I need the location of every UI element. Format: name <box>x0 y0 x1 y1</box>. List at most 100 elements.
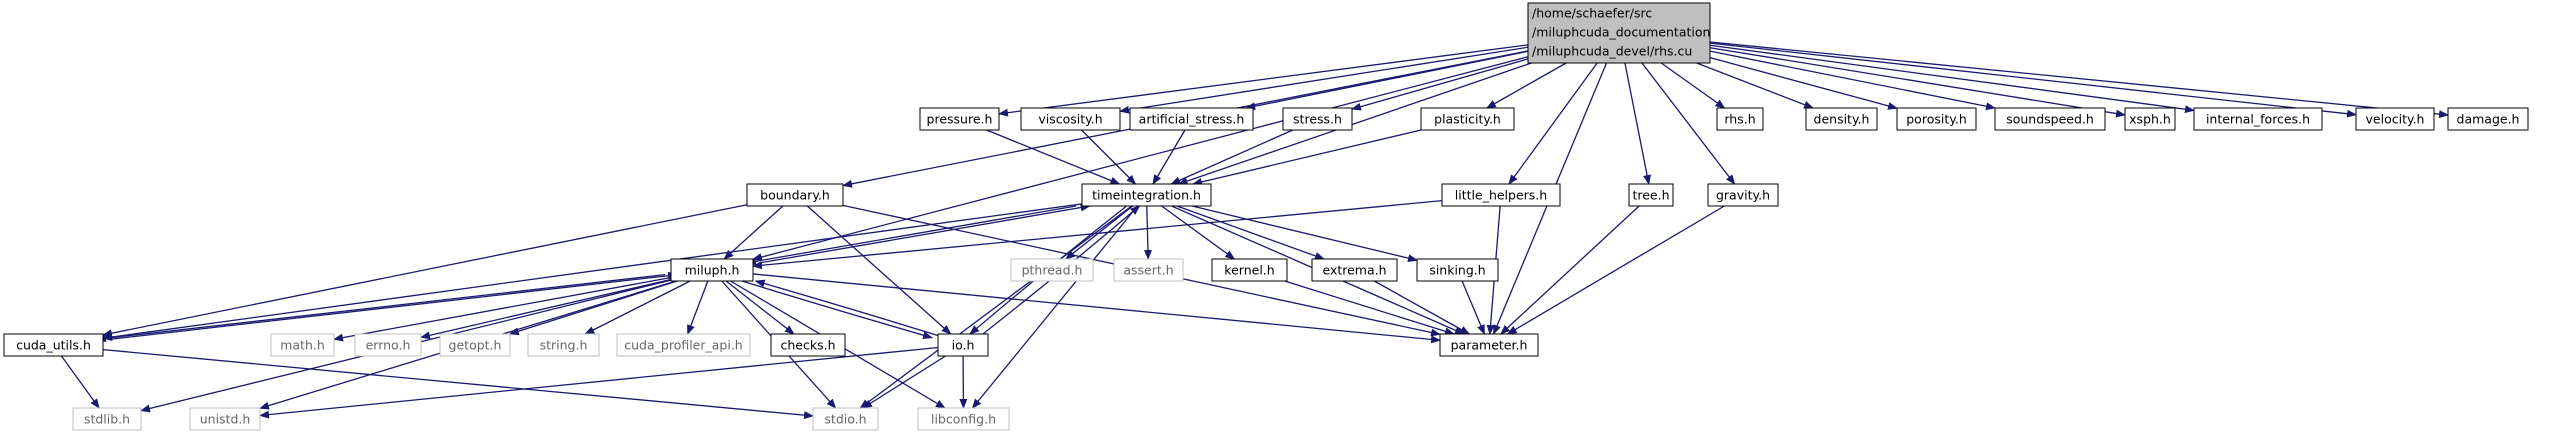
edge-root-to-velocity <box>1709 42 2357 118</box>
edge-timeintegration-to-stdio <box>859 205 1133 409</box>
node-density[interactable]: density.h <box>1805 107 1878 131</box>
node-checks[interactable]: checks.h <box>770 333 846 357</box>
node-box <box>2124 107 2176 131</box>
node-cuda-utils[interactable]: cuda_utils.h <box>3 333 104 357</box>
node-label: stdio.h <box>824 412 866 427</box>
node-label: plasticity.h <box>1434 112 1501 127</box>
node-box <box>746 183 844 207</box>
node-label: velocity.h <box>2366 112 2425 127</box>
node-box <box>189 407 261 431</box>
node-box <box>1441 183 1561 207</box>
node-label: kernel.h <box>1224 263 1274 278</box>
node-stress[interactable]: stress.h <box>1282 107 1353 131</box>
node-label: pressure.h <box>927 112 993 127</box>
edge-root-to-little_helpers <box>1508 62 1598 185</box>
node-gravity[interactable]: gravity.h <box>1707 183 1779 207</box>
node-label: extrema.h <box>1322 263 1386 278</box>
node-box <box>1896 107 1977 131</box>
node-assert: assert.h <box>1113 258 1184 282</box>
node-pressure[interactable]: pressure.h <box>919 107 1000 131</box>
node-xsph[interactable]: xsph.h <box>2124 107 2176 131</box>
edge-cuda_utils-to-miluph <box>108 271 678 341</box>
node-box <box>2447 107 2529 131</box>
node-label: string.h <box>540 338 588 353</box>
edge-miluph-to-parameter <box>752 273 1441 344</box>
node-little-helpers[interactable]: little_helpers.h <box>1441 183 1561 207</box>
node-porosity[interactable]: porosity.h <box>1896 107 1977 131</box>
node-parameter[interactable]: parameter.h <box>1439 333 1539 357</box>
node-box <box>616 333 751 357</box>
edge-miluph-to-string <box>584 280 691 335</box>
node-rhs[interactable]: rhs.h <box>1716 107 1764 131</box>
edge-root-to-soundspeed <box>1709 50 1996 111</box>
edge-sinking-to-parameter <box>1461 280 1485 335</box>
node-box <box>354 333 422 357</box>
node-root[interactable]: /home/schaefer/src/miluphcuda_documentat… <box>1527 2 1711 64</box>
node-io[interactable]: io.h <box>937 333 989 357</box>
node-velocity[interactable]: velocity.h <box>2355 107 2435 131</box>
edge-boundary-to-io <box>806 205 952 335</box>
node-label: rhs.h <box>1724 112 1755 127</box>
edge-timeintegration-to-cuda_utils <box>102 203 1083 341</box>
edge-root-to-damage <box>1709 41 2449 119</box>
include-nodes: /home/schaefer/src/miluphcuda_documentat… <box>3 2 2529 431</box>
node-tree[interactable]: tree.h <box>1628 183 1674 207</box>
node-box <box>1416 258 1499 282</box>
edge-timeintegration-to-pthread <box>1065 205 1134 260</box>
edge-io-to-miluph <box>754 279 945 338</box>
node-miluph[interactable]: miluph.h <box>670 258 754 282</box>
node-label: timeintegration.h <box>1092 188 1201 203</box>
edge-root-to-internal_forces <box>1709 44 2195 114</box>
node-label: cuda_utils.h <box>16 338 91 353</box>
node-libconfig: libconfig.h <box>917 407 1010 431</box>
node-label: artificial_stress.h <box>1139 112 1245 127</box>
node-viscosity[interactable]: viscosity.h <box>1020 107 1121 131</box>
node-label: cuda_profiler_api.h <box>624 338 742 353</box>
node-box <box>1020 107 1121 131</box>
node-box <box>3 333 104 357</box>
node-damage[interactable]: damage.h <box>2447 107 2529 131</box>
node-timeintegration[interactable]: timeintegration.h <box>1081 183 1212 207</box>
node-artificial-stress[interactable]: artificial_stress.h <box>1129 107 1254 131</box>
node-box <box>919 107 1000 131</box>
node-box <box>2355 107 2435 131</box>
edge-miluph-to-cuda_utils <box>96 273 666 343</box>
edge-root-to-xsph <box>1709 47 2126 118</box>
edge-miluph-to-timeintegration <box>758 203 1091 264</box>
edge-io-to-stdio <box>862 355 946 409</box>
edge-cuda_utils-to-stdio <box>102 348 814 420</box>
root-label-line: /home/schaefer/src <box>1532 6 1652 21</box>
node-label: errno.h <box>366 338 411 353</box>
node-extrema[interactable]: extrema.h <box>1311 258 1398 282</box>
node-label: libconfig.h <box>931 412 996 427</box>
node-box <box>270 333 335 357</box>
node-box <box>1439 333 1539 357</box>
edge-boundary-to-cuda_utils <box>102 204 748 338</box>
node-box <box>1282 107 1353 131</box>
node-kernel[interactable]: kernel.h <box>1211 258 1288 282</box>
edge-pressure-to-timeintegration <box>986 129 1121 185</box>
node-internal-forces[interactable]: internal_forces.h <box>2193 107 2323 131</box>
node-getopt: getopt.h <box>439 333 511 357</box>
node-box <box>1311 258 1398 282</box>
node-plasticity[interactable]: plasticity.h <box>1420 107 1515 131</box>
node-soundspeed[interactable]: soundspeed.h <box>1994 107 2106 131</box>
edge-timeintegration-to-libconfig <box>971 205 1139 409</box>
root-label-line: /miluphcuda_devel/rhs.cu <box>1532 44 1692 59</box>
node-label: tree.h <box>1632 188 1669 203</box>
node-stdio: stdio.h <box>812 407 879 431</box>
node-label: density.h <box>1814 112 1870 127</box>
node-label: stress.h <box>1293 112 1342 127</box>
node-sinking[interactable]: sinking.h <box>1416 258 1499 282</box>
include-edges <box>60 41 2449 420</box>
edge-tree-to-parameter <box>1500 205 1640 335</box>
edge-root-to-gravity <box>1641 62 1736 185</box>
node-boundary[interactable]: boundary.h <box>746 183 844 207</box>
node-box <box>1211 258 1288 282</box>
node-box <box>1527 2 1711 64</box>
edge-root-to-viscosity <box>1119 46 1529 114</box>
node-label: boundary.h <box>760 188 830 203</box>
edge-timeintegration-to-sinking <box>1191 205 1418 263</box>
edge-gravity-to-parameter <box>1506 205 1725 335</box>
